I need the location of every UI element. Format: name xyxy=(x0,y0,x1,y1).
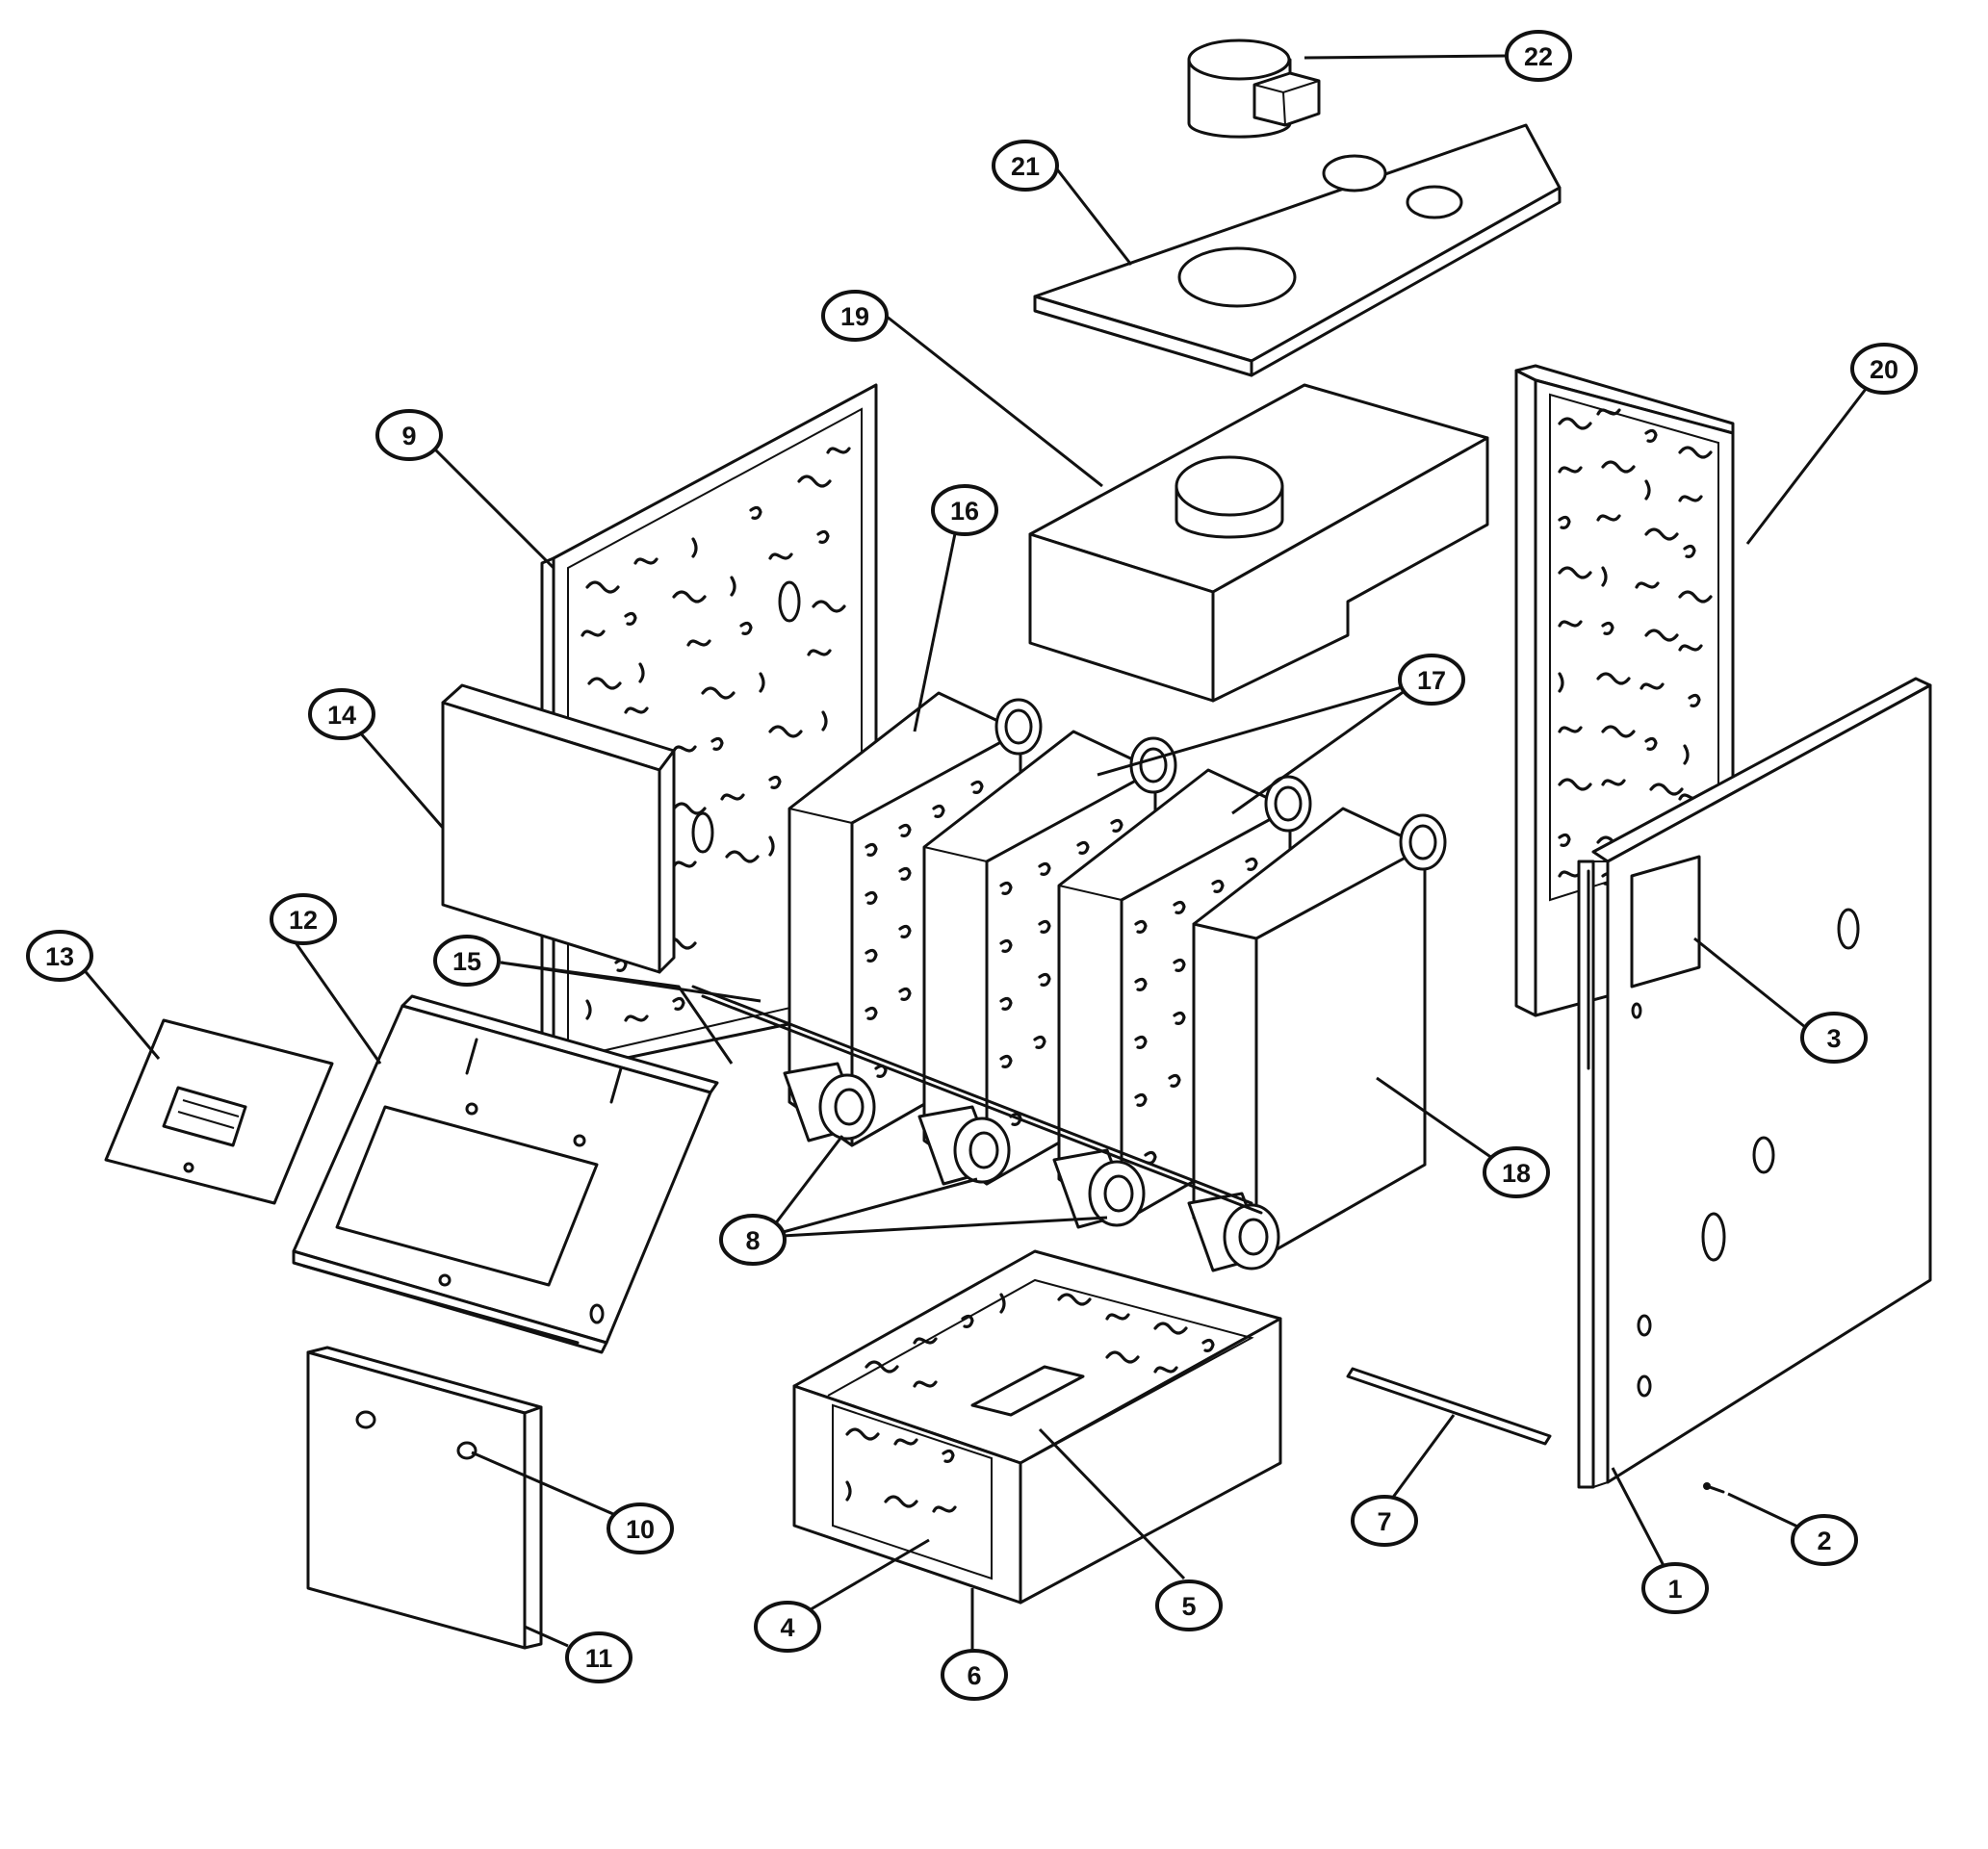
tie-rod xyxy=(1346,1367,1552,1446)
callout-11: 11 xyxy=(565,1631,633,1683)
upper-front-panel xyxy=(292,994,719,1354)
callout-8: 8 xyxy=(719,1214,787,1266)
callout-10: 10 xyxy=(607,1502,674,1554)
callout-13: 13 xyxy=(26,930,93,982)
flue-collector-hood xyxy=(1028,383,1489,703)
callout-7: 7 xyxy=(1351,1495,1418,1547)
right-side-panel xyxy=(1577,677,1932,1489)
rating-plate xyxy=(104,1018,334,1205)
door-fastener xyxy=(355,1410,478,1460)
lower-front-door xyxy=(306,1346,543,1650)
callout-19: 19 xyxy=(821,290,889,342)
svg-text:3: 3 xyxy=(1826,1024,1841,1053)
svg-text:20: 20 xyxy=(1870,355,1898,384)
svg-text:15: 15 xyxy=(452,947,481,976)
svg-text:13: 13 xyxy=(45,942,74,971)
callout-5: 5 xyxy=(1155,1579,1223,1631)
draft-hood-motor xyxy=(1187,39,1321,139)
callout-2: 2 xyxy=(1791,1514,1858,1566)
svg-text:1: 1 xyxy=(1667,1575,1682,1604)
callout-15: 15 xyxy=(433,935,501,987)
callout-1: 1 xyxy=(1641,1562,1709,1614)
boiler-section-18 xyxy=(1192,807,1447,1263)
callout-17: 17 xyxy=(1398,654,1465,706)
base-assembly xyxy=(792,1249,1282,1605)
svg-text:19: 19 xyxy=(840,302,869,331)
leader-lines xyxy=(80,54,1874,1656)
callout-16: 16 xyxy=(931,484,998,536)
svg-text:17: 17 xyxy=(1417,666,1446,695)
callout-14: 14 xyxy=(308,688,375,740)
svg-text:5: 5 xyxy=(1181,1592,1196,1621)
svg-text:6: 6 xyxy=(967,1661,981,1690)
jacket-cover-plate xyxy=(441,683,676,974)
callout-18: 18 xyxy=(1483,1146,1550,1198)
svg-text:11: 11 xyxy=(585,1644,613,1673)
callout-12: 12 xyxy=(270,893,337,945)
svg-text:8: 8 xyxy=(745,1226,760,1255)
callout-4: 4 xyxy=(754,1601,821,1653)
svg-text:9: 9 xyxy=(401,422,416,450)
nipples xyxy=(783,1062,1280,1272)
tie-rods xyxy=(691,985,1263,1215)
svg-text:22: 22 xyxy=(1524,42,1553,71)
callout-22: 22 xyxy=(1505,30,1572,82)
svg-text:7: 7 xyxy=(1377,1507,1391,1536)
callout-21: 21 xyxy=(992,140,1059,192)
screw xyxy=(1703,1482,1725,1494)
svg-text:4: 4 xyxy=(780,1613,794,1642)
svg-text:2: 2 xyxy=(1817,1527,1831,1555)
callout-3: 3 xyxy=(1800,1012,1868,1064)
callout-20: 20 xyxy=(1850,343,1918,395)
top-panel xyxy=(1033,123,1562,377)
svg-text:12: 12 xyxy=(289,906,318,935)
svg-text:10: 10 xyxy=(626,1515,655,1544)
svg-text:16: 16 xyxy=(950,497,979,526)
svg-text:21: 21 xyxy=(1011,152,1040,181)
callout-6: 6 xyxy=(941,1649,1008,1701)
callout-9: 9 xyxy=(375,409,443,461)
svg-text:18: 18 xyxy=(1502,1159,1531,1188)
svg-text:14: 14 xyxy=(327,701,356,730)
